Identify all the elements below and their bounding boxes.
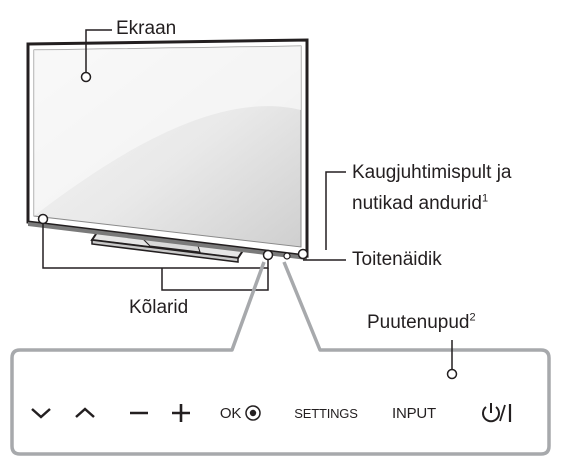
settings-label: SETTINGS [294,405,358,421]
remote-sensors-label-text: nutikad andurid [352,193,482,214]
input-label: INPUT [391,404,436,422]
input-button[interactable]: INPUT [386,397,442,429]
channel-down-button[interactable] [28,397,54,429]
footnote-2: 2 [469,311,476,324]
touch-buttons-label: Puutenupud2 [367,312,476,334]
speakers-label: Kõlarid [129,297,189,318]
ok-dot-icon [245,405,261,421]
volume-down-button[interactable] [126,397,152,429]
ok-label: OK [219,404,242,422]
chevron-down-icon [31,408,51,419]
volume-up-button[interactable] [168,397,194,429]
chevron-up-icon [75,407,95,418]
minus-icon [130,411,148,415]
touch-buttons-text: Puutenupud [367,312,470,333]
tv-screen [26,38,309,260]
remote-sensors-label: Kaugjuhtimispult ja [352,162,512,183]
plus-icon [172,404,190,422]
touch-panel-callout [10,261,551,456]
remote-sensors-label-line2: nutikad andurid1 [352,193,488,215]
footnote-1: 1 [481,192,489,205]
settings-button[interactable]: SETTINGS [288,397,364,429]
ok-button[interactable]: OK [214,397,268,429]
power-icon [482,403,512,423]
power-button[interactable] [476,397,516,429]
screen-label: Ekraan [116,18,177,39]
channel-up-button[interactable] [72,397,98,429]
power-indicator-label: Toitenäidik [352,249,442,270]
